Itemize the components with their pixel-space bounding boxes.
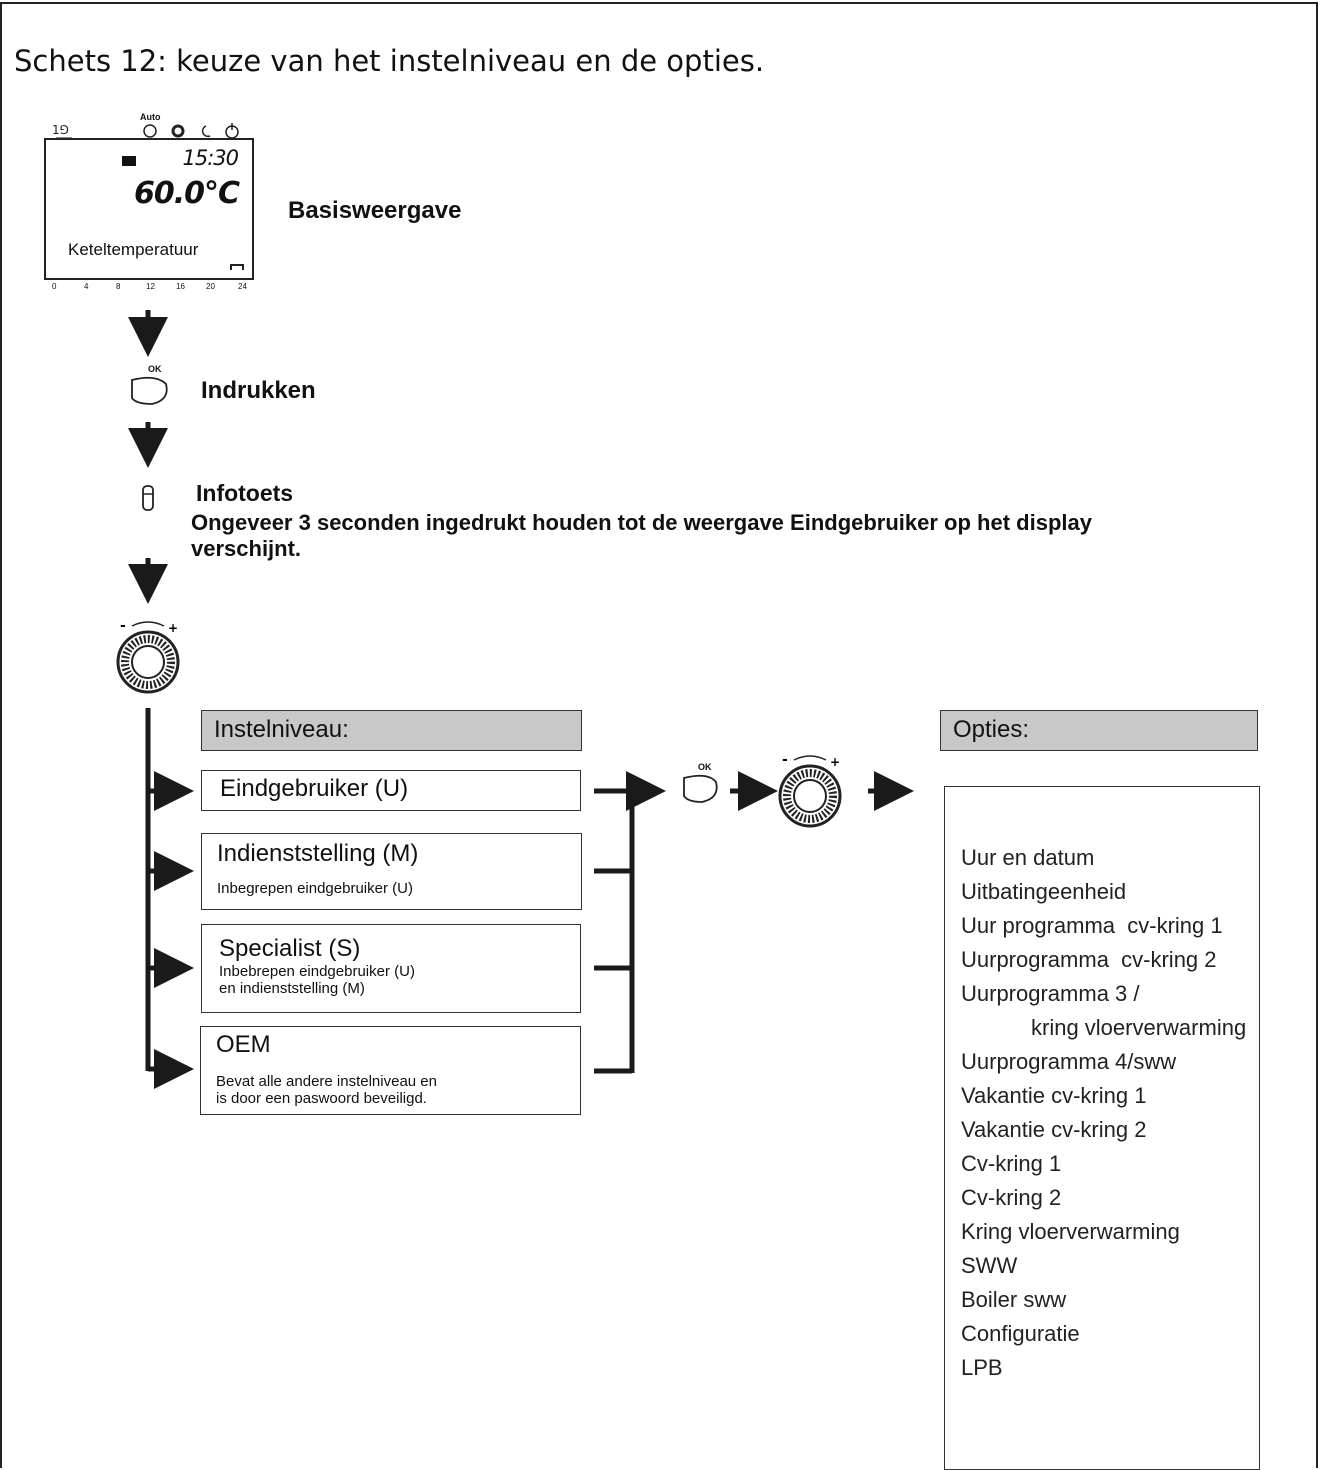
options-header: Opties: (940, 710, 1258, 751)
clock-icon (143, 124, 157, 138)
scale-tick: 4 (84, 282, 89, 291)
scale-tick: 20 (206, 282, 215, 291)
lcd-temperature: 60.0°C (134, 176, 240, 211)
scale-tick: 8 (116, 282, 121, 291)
options-list-box: Uur en datum Uitbatingeenheid Uur progra… (944, 786, 1260, 1470)
page-caption: Schets 12: keuze van het instelniveau en… (14, 44, 765, 78)
level-title: OEM (216, 1031, 271, 1058)
ok-button-icon: OK (680, 762, 730, 810)
option-item: Uurprogramma cv-kring 2 (961, 947, 1217, 972)
ok-button-icon: OK (126, 364, 176, 412)
level-box-oem: OEM Bevat alle andere instelniveau en is… (200, 1026, 581, 1115)
option-item: Boiler sww (961, 1287, 1067, 1312)
rotary-dial-icon: - + (112, 616, 184, 698)
info-key-title: Infotoets (196, 480, 294, 506)
option-item: Uur programma cv-kring 1 (961, 913, 1223, 938)
lcd-time: 15:30 (182, 146, 239, 170)
svg-text:+: + (830, 755, 840, 769)
mode-icons-row: 1⅁ Auto (48, 112, 268, 140)
level-subtitle: Inbegrepen eindgebruiker (U) (217, 880, 413, 897)
level-title: Specialist (S) (219, 935, 361, 962)
lcd-label: Keteltemperatuur (68, 240, 199, 259)
option-item: Configuratie (961, 1321, 1080, 1346)
option-item: Vakantie cv-kring 1 (961, 1083, 1147, 1108)
moon-icon (201, 125, 211, 138)
scale-tick: 24 (238, 282, 247, 291)
svg-text:-: - (782, 752, 788, 768)
rotary-dial-icon: - + (774, 750, 846, 832)
level-title: Indienststelling (M) (217, 840, 419, 867)
svg-text:1⅁: 1⅁ (52, 123, 69, 137)
option-item: LPB (961, 1355, 1003, 1380)
lcd-display: 15:30 60.0°C Keteltemperatuur (44, 138, 254, 280)
options-list: Uur en datum Uitbatingeenheid Uur progra… (961, 841, 1246, 1385)
level-subtitle: Bevat alle andere instelniveau en is doo… (216, 1073, 437, 1107)
option-item: Cv-kring 2 (961, 1185, 1062, 1210)
level-box-end-user: Eindgebruiker (U) (201, 770, 581, 811)
option-item: Uitbatingeenheid (961, 879, 1127, 904)
sun-icon (171, 124, 185, 138)
info-key-description: Ongeveer 3 seconden ingedrukt houden tot… (191, 510, 1092, 561)
option-item: Cv-kring 1 (961, 1151, 1062, 1176)
option-item: Uurprogramma 4/sww (961, 1049, 1177, 1074)
scale-tick: 0 (52, 282, 57, 291)
levels-header: Instelniveau: (201, 710, 582, 751)
scale-tick: 12 (146, 282, 155, 291)
level-box-commissioning: Indienststelling (M) Inbegrepen eindgebr… (201, 833, 582, 910)
level-box-specialist: Specialist (S) Inbebrepen eindgebruiker … (201, 924, 581, 1013)
press-label: Indrukken (201, 377, 316, 404)
auto-label: Auto (140, 112, 161, 122)
option-item: Uur en datum (961, 845, 1095, 870)
bracket-icon (230, 264, 244, 270)
ok-label: OK (698, 762, 712, 772)
lcd-timescale: 0 4 8 12 16 20 24 (48, 282, 258, 296)
option-item: SWW (961, 1253, 1018, 1278)
option-item: Uurprogramma 3 / (961, 981, 1140, 1006)
svg-text:-: - (120, 618, 126, 634)
ok-label: OK (148, 364, 162, 374)
scale-tick: 16 (176, 282, 185, 291)
option-item: Vakantie cv-kring 2 (961, 1117, 1147, 1142)
option-item: kring vloerverwarming (1031, 1015, 1247, 1040)
level-subtitle: Inbebrepen eindgebruiker (U) en indienst… (219, 963, 415, 997)
burner-icon (122, 156, 136, 166)
option-item: Kring vloerverwarming (961, 1219, 1180, 1244)
level-title: Eindgebruiker (U) (220, 775, 409, 802)
info-key-icon (140, 484, 156, 512)
svg-text:+: + (168, 621, 178, 635)
basic-display-label: Basisweergave (288, 197, 462, 224)
